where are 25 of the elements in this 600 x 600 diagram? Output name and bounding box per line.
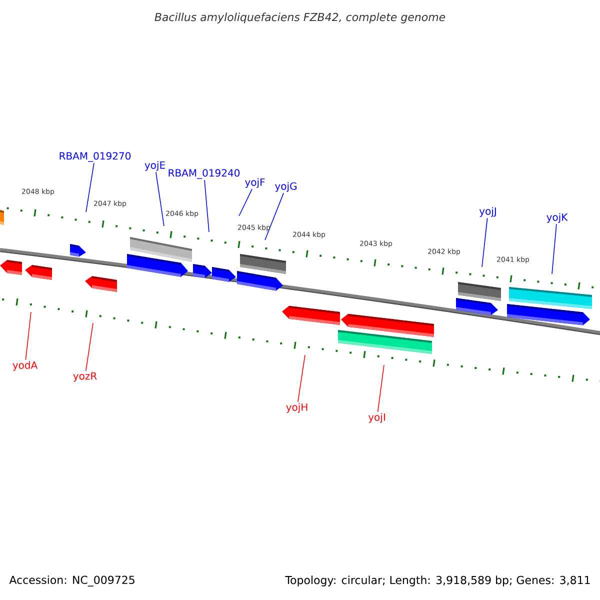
leader-line	[238, 188, 252, 216]
title: Bacillus amyloliquefaciens FZB42, complete genome	[154, 12, 446, 24]
gene-label: yojE	[144, 161, 165, 171]
leader-line	[552, 224, 557, 274]
gene-label: yozR	[73, 372, 97, 382]
gene-label: RBAM_019270	[60, 152, 131, 162]
leader-line	[86, 162, 94, 212]
gene-label: yojK	[546, 213, 568, 223]
leader-line	[482, 218, 488, 268]
leader-line	[298, 354, 306, 402]
leader-line	[264, 192, 284, 240]
accession-label: Accession: NC_009725	[9, 576, 134, 586]
gene-label: yojF	[245, 178, 265, 188]
gene-label: yojI	[368, 413, 385, 423]
gene-label: RBAM_019240	[168, 169, 240, 179]
leader-line	[156, 172, 164, 226]
leader-line	[85, 322, 94, 372]
gene-label: yodA	[12, 361, 38, 371]
gene-label: yojH	[286, 403, 308, 413]
genome-stats-label: Topology: circular; Length: 3,918,589 bp; Genes: 3,811	[285, 576, 590, 586]
leader-line	[377, 364, 384, 412]
gene-label: yojG	[275, 182, 296, 192]
leader-line	[25, 312, 32, 360]
gene-label: yojJ	[479, 207, 496, 217]
leader-line	[204, 180, 210, 232]
